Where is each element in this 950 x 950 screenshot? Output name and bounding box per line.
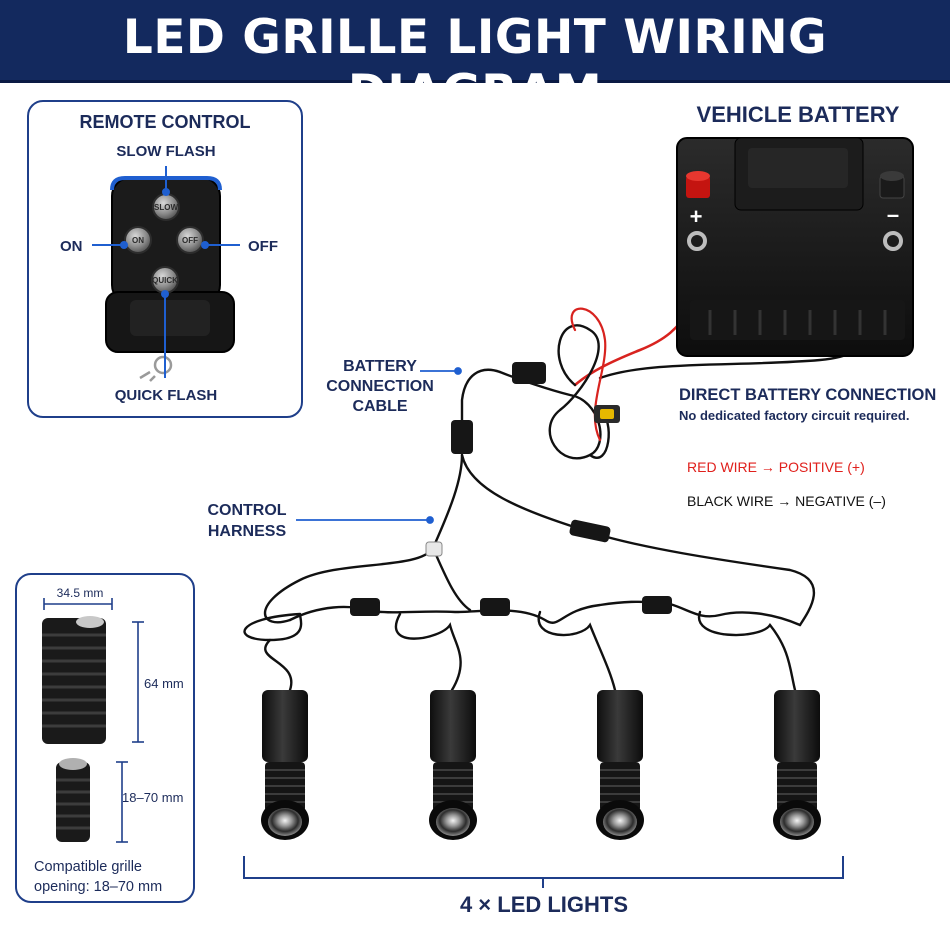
page-title: LED GRILLE LIGHT WIRING DIAGRAM <box>122 10 828 120</box>
chain-connector-1 <box>569 519 611 543</box>
remote-off-label: OFF <box>248 238 278 255</box>
connectors <box>350 362 672 616</box>
dimension-width: 34.5 mm <box>56 586 104 600</box>
battery-minus-sign: – <box>887 202 899 227</box>
red-wire-legend: RED WIRE → POSITIVE (+) <box>687 459 865 475</box>
harness-tag <box>425 541 443 557</box>
remote-on-label: ON <box>60 238 83 255</box>
compat-line2: opening: 18–70 mm <box>34 879 163 895</box>
coiled-cable <box>498 324 602 460</box>
dimension-range: 18–70 mm <box>122 790 184 805</box>
remote-fob <box>105 176 235 382</box>
lights-count-label: 4 × LED LIGHTS <box>459 892 629 917</box>
chain-connector-2 <box>350 598 380 616</box>
battery-plug <box>512 362 546 384</box>
led-light-3 <box>596 690 644 840</box>
lights-bracket <box>243 856 844 888</box>
remote-button-off <box>176 226 204 254</box>
remote-slow-flash-label: SLOW FLASH <box>116 143 216 160</box>
remote-button-off-text: OFF <box>182 236 198 245</box>
cable-label-line2: CONNECTION <box>326 378 434 395</box>
led-light-1 <box>261 690 309 840</box>
remote-heading: REMOTE CONTROL <box>79 112 251 132</box>
led-light-4 <box>773 690 821 840</box>
inline-connector <box>451 420 473 454</box>
battery <box>676 137 914 357</box>
chain-connector-3 <box>480 598 510 616</box>
remote-button-on <box>124 226 152 254</box>
cable-label-line3: CABLE <box>352 398 408 415</box>
remote-button-quick-text: QUICK <box>152 276 178 285</box>
harness-label-line1: CONTROL <box>207 502 287 519</box>
battery-heading: VEHICLE BATTERY <box>696 102 900 127</box>
cable-label-line1: BATTERY <box>343 358 417 375</box>
direct-connection-sub: No dedicated factory circuit required. <box>679 408 910 423</box>
dimension-height: 64 mm <box>144 676 184 691</box>
led-lights <box>261 690 821 840</box>
black-wire-legend: BLACK WIRE → NEGATIVE (–) <box>687 493 886 509</box>
led-light-2 <box>429 690 477 840</box>
compat-line1: Compatible grille <box>34 859 142 875</box>
battery-plus-sign: + <box>690 204 703 229</box>
harness-label-line2: HARNESS <box>207 523 287 540</box>
chain-connector-4 <box>642 596 672 614</box>
remote-button-on-text: ON <box>132 236 144 245</box>
title-bar: LED GRILLE LIGHT WIRING DIAGRAM <box>0 0 950 120</box>
remote-quick-flash-label: QUICK FLASH <box>114 387 218 404</box>
direct-connection-heading: DIRECT BATTERY CONNECTION <box>679 386 937 404</box>
remote-button-slow-text: SLOW <box>154 203 178 212</box>
dimension-drawings <box>42 598 144 843</box>
